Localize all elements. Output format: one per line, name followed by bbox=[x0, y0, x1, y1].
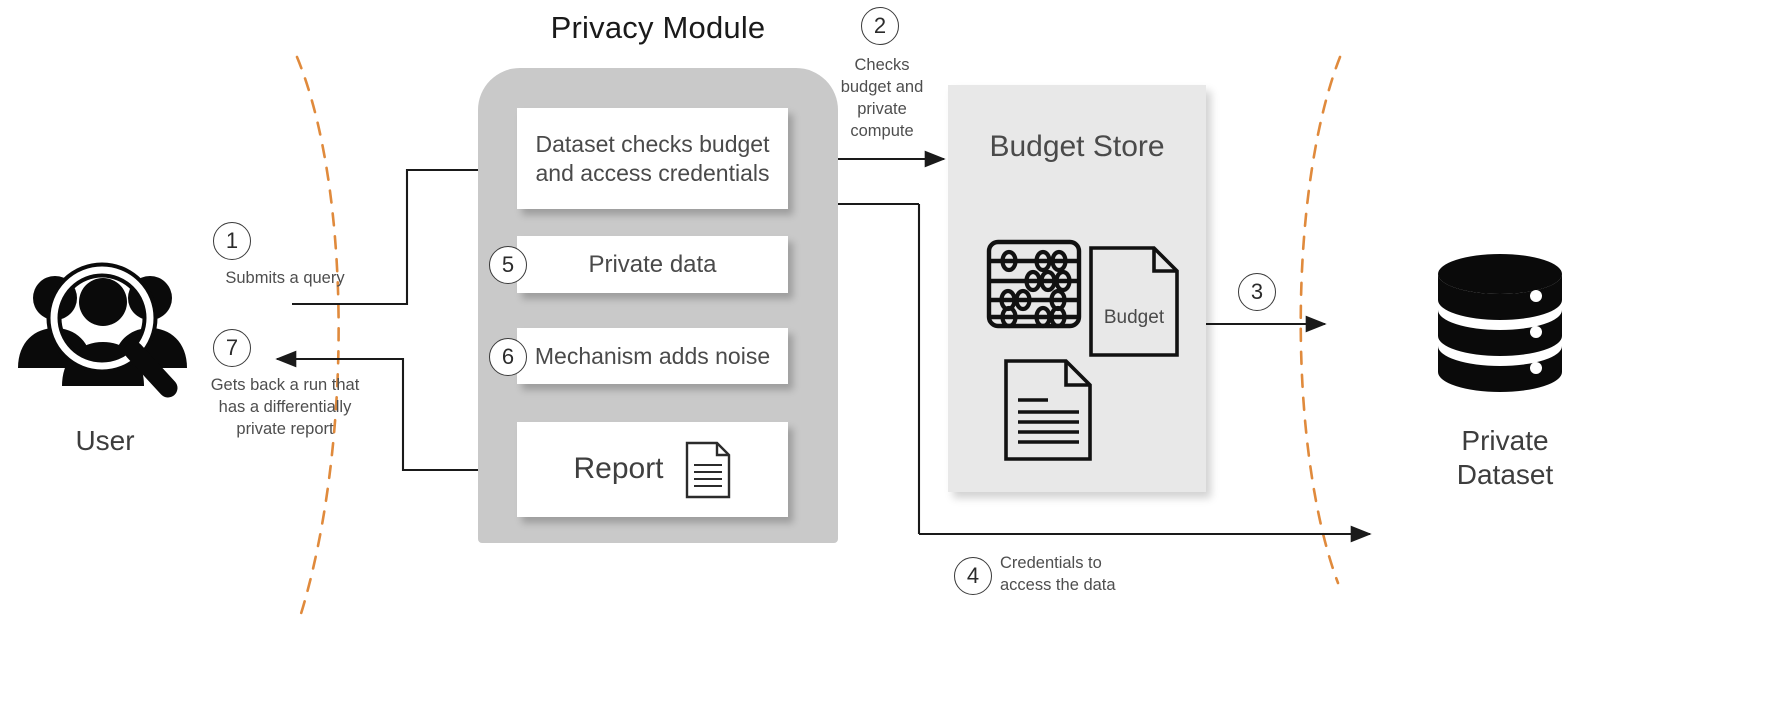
privacy-module-title: Privacy Module bbox=[550, 10, 766, 45]
module-box-mechanism[interactable]: Mechanism adds noise bbox=[517, 328, 788, 384]
users-search-icon bbox=[18, 262, 187, 398]
step-badge-4-number: 4 bbox=[966, 563, 980, 588]
private-dataset-label: Private Dataset bbox=[1380, 424, 1630, 491]
step-4-caption-line2: access the data bbox=[1000, 575, 1116, 594]
step-4-caption-line1: Credentials to bbox=[1000, 554, 1102, 572]
module-box-private-data-label: Private data bbox=[588, 250, 717, 278]
step-4-caption: Credentials to access the data bbox=[1000, 553, 1180, 597]
step-badge-3: 3 bbox=[1238, 273, 1276, 311]
abacus-icon bbox=[986, 239, 1082, 329]
step-badge-7-number: 7 bbox=[225, 335, 239, 360]
trust-boundary-right bbox=[1299, 55, 1342, 585]
user-label: User bbox=[75, 425, 135, 456]
database-icon bbox=[1438, 254, 1562, 392]
step-badge-1: 1 bbox=[213, 222, 251, 260]
step-1-caption: Submits a query bbox=[225, 269, 345, 287]
document-icon bbox=[685, 441, 730, 498]
step-badge-3-number: 3 bbox=[1250, 279, 1264, 304]
step-2-caption-line2: budget and bbox=[840, 77, 924, 96]
step-badge-7: 7 bbox=[213, 329, 251, 367]
step-badge-6-number: 6 bbox=[501, 344, 515, 369]
module-box-report[interactable]: Report bbox=[517, 422, 788, 517]
step-badge-2: 2 bbox=[861, 7, 899, 45]
step-2-caption-line3: private bbox=[857, 99, 907, 118]
step-7-caption-line2: has a differentially bbox=[218, 397, 352, 416]
step-badge-5: 5 bbox=[489, 246, 527, 284]
private-dataset-label-line1: Private bbox=[1461, 425, 1549, 456]
step-7-caption: Gets back a run that has a differentiall… bbox=[190, 375, 380, 441]
budget-document-icon: Budget bbox=[1088, 245, 1180, 358]
step-badge-1-number: 1 bbox=[225, 228, 239, 253]
step-badge-2-number: 2 bbox=[873, 13, 887, 38]
step-7-caption-line1: Gets back a run that bbox=[210, 376, 360, 394]
step-badge-6: 6 bbox=[489, 338, 527, 376]
lines-document-icon bbox=[1004, 359, 1092, 461]
step-7-caption-line3: private report bbox=[236, 419, 334, 438]
step-2-caption: Checks budget and private compute bbox=[818, 55, 946, 143]
step-2-caption-line4: compute bbox=[850, 121, 914, 140]
step-2-caption-line1: Checks bbox=[854, 56, 910, 74]
private-dataset-label-line2: Dataset bbox=[1456, 458, 1554, 490]
step-badge-4: 4 bbox=[954, 557, 992, 595]
module-box-private-data[interactable]: Private data bbox=[517, 236, 788, 293]
module-box-dataset-label: Dataset checks budget and access credent… bbox=[535, 131, 770, 186]
module-box-report-label: Report bbox=[573, 452, 664, 486]
module-box-dataset[interactable]: Dataset checks budget and access credent… bbox=[517, 108, 788, 209]
budget-document-label: Budget bbox=[1104, 307, 1165, 328]
budget-store-title: Budget Store bbox=[989, 130, 1165, 163]
trust-boundary-left bbox=[295, 55, 340, 619]
step-badge-5-number: 5 bbox=[501, 252, 515, 277]
module-box-mechanism-label: Mechanism adds noise bbox=[534, 342, 771, 369]
